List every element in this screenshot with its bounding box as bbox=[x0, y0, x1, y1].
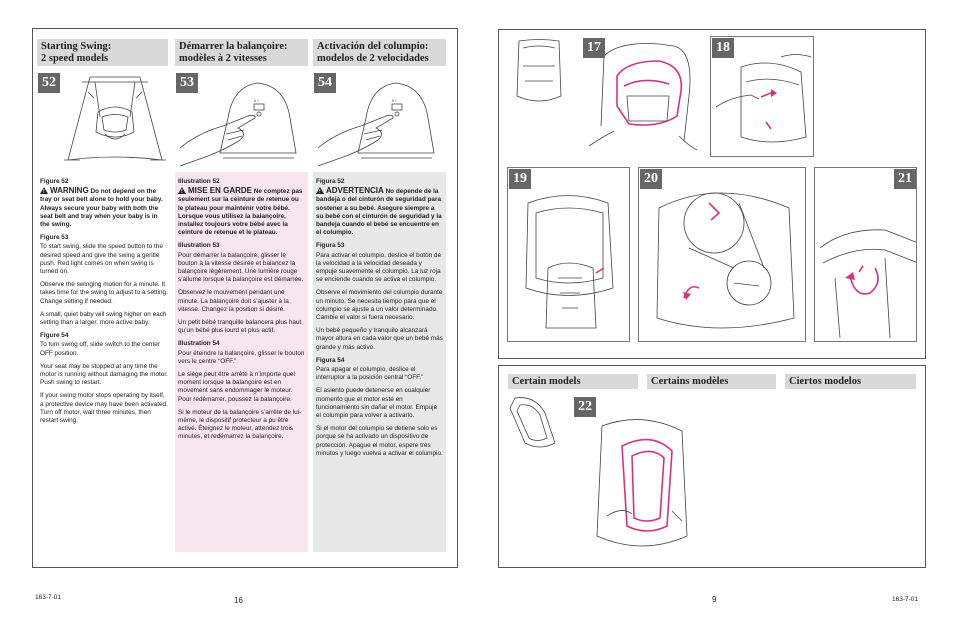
tray-attach-illustration bbox=[819, 229, 916, 339]
speed-button-illustration-fr: II I bbox=[179, 82, 297, 167]
figure-badge-54: 54 bbox=[314, 73, 336, 93]
heading-es: Activación del columpio: modelos de 2 ve… bbox=[313, 39, 446, 66]
warning-icon bbox=[40, 187, 48, 196]
swing-illustration bbox=[64, 76, 166, 161]
figure-badge-20: 20 bbox=[640, 169, 662, 189]
paragraph-en-5: Your seat may be stopped at any time the… bbox=[40, 362, 168, 387]
figure-badge-21: 21 bbox=[894, 169, 916, 189]
models-header-en: Certain models bbox=[508, 374, 638, 389]
footer-code-right: 163-7-01 bbox=[892, 596, 919, 603]
heading-fr: Démarrer la balançoire: modèles à 2 vite… bbox=[175, 39, 308, 66]
paragraph-es-1: Para activar el columpio, deslice el bot… bbox=[316, 251, 442, 284]
fig54-label-fr: Illustration 54 bbox=[178, 340, 220, 348]
page-number-left: 16 bbox=[234, 596, 243, 605]
warning-icon bbox=[316, 187, 324, 196]
column-en: Figure 52 WARNING Do not depend on the t… bbox=[37, 172, 171, 552]
warning-fr: MISE EN GARDE Ne comptez pas seulement s… bbox=[178, 187, 305, 237]
paragraph-fr-4: Pour éteindre la balançoire, glisser le … bbox=[178, 349, 305, 365]
column-fr: Illustration 52 MISE EN GARDE Ne comptez… bbox=[175, 172, 308, 552]
paragraph-en-1: To start swing, slide the speed button t… bbox=[40, 243, 163, 276]
paragraph-fr-5: Le siège peut être arrêté à n’importe qu… bbox=[178, 371, 295, 403]
figure-badge-17: 17 bbox=[583, 38, 605, 58]
paragraph-en-4: To turn swing off, slide switch to the c… bbox=[40, 341, 160, 357]
fig54-label-es: Figura 54 bbox=[316, 356, 345, 364]
head-support-illustration bbox=[509, 397, 556, 448]
svg-text:II I: II I bbox=[392, 98, 396, 103]
heading-en: Starting Swing: 2 speed models bbox=[37, 39, 168, 66]
warning-es: ADVERTENCIA No depende de la bandeja o d… bbox=[316, 187, 443, 237]
models-header-es: Ciertos modelos bbox=[785, 374, 916, 389]
paragraph-en-3: A small, quiet baby will swing higher on… bbox=[40, 310, 167, 327]
paragraph-en-2: Observe the swinging motion for a minute… bbox=[40, 281, 168, 305]
fig52-label-es: Figura 52 bbox=[316, 178, 345, 185]
figure-badge-53: 53 bbox=[176, 73, 198, 93]
figure-badge-18: 18 bbox=[712, 38, 734, 58]
svg-text:II I: II I bbox=[254, 98, 258, 103]
figure-19-panel bbox=[507, 167, 630, 342]
paragraph-fr-2: Observez le mouvement pendant une minute… bbox=[178, 289, 289, 313]
fig53-label-en: Figure 53 bbox=[40, 234, 69, 242]
fig53-label-es: Figura 53 bbox=[316, 242, 345, 250]
paragraph-es-6: Si el motor del columpio se detiene solo… bbox=[316, 425, 443, 457]
paragraph-es-3: Un bebé pequeño y tranquilo alcanzará ma… bbox=[316, 327, 443, 351]
fig52-label-fr: Illustration 52 bbox=[178, 178, 220, 185]
figure-21-panel bbox=[814, 167, 917, 342]
paragraph-es-2: Observe el movimiento del columpio duran… bbox=[316, 289, 443, 322]
paragraph-fr-6: Si le moteur de la balançoire s’arrête d… bbox=[178, 408, 302, 441]
seat-pad-illustration bbox=[516, 39, 698, 151]
figure-badge-22: 22 bbox=[574, 397, 596, 417]
figure-badge-52: 52 bbox=[38, 73, 60, 93]
harness-illustration bbox=[525, 195, 614, 329]
paragraph-en-6: If your swing motor stops operating by i… bbox=[40, 392, 168, 425]
figure-22-panel bbox=[572, 396, 698, 561]
buckle-illustration bbox=[656, 192, 795, 329]
seat-pad-removal-illustration bbox=[715, 54, 812, 143]
page-number-right: 9 bbox=[712, 595, 717, 604]
fig53-label-fr: Illustration 53 bbox=[178, 242, 220, 250]
figure-badge-19: 19 bbox=[509, 169, 531, 189]
speed-button-illustration-es: II I bbox=[317, 82, 435, 167]
figure-20-panel bbox=[638, 167, 806, 342]
models-header-fr: Certains modèles bbox=[647, 374, 776, 389]
paragraph-es-4: Para apagar el columpio, deslice el inte… bbox=[316, 366, 424, 382]
fig52-label-en: Figure 52 bbox=[40, 178, 69, 185]
warning-en: WARNING Do not depend on the tray or sea… bbox=[40, 187, 168, 229]
head-support-install-illustration bbox=[596, 419, 688, 547]
paragraph-es-5: El asiento puede detenerse en cualquier … bbox=[316, 387, 438, 420]
right-bottom-panel bbox=[498, 365, 926, 568]
fig54-label-en: Figure 54 bbox=[40, 332, 69, 340]
paragraph-fr-3: Un petit bébé tranquille balancera plus … bbox=[178, 319, 302, 335]
column-es: Figura 52 ADVERTENCIA No depende de la b… bbox=[313, 172, 446, 552]
warning-icon bbox=[178, 187, 186, 196]
footer-code-left: 163-7-01 bbox=[35, 594, 62, 601]
paragraph-fr-1: Pour démarrer la balançoire, glisser le … bbox=[178, 251, 304, 284]
